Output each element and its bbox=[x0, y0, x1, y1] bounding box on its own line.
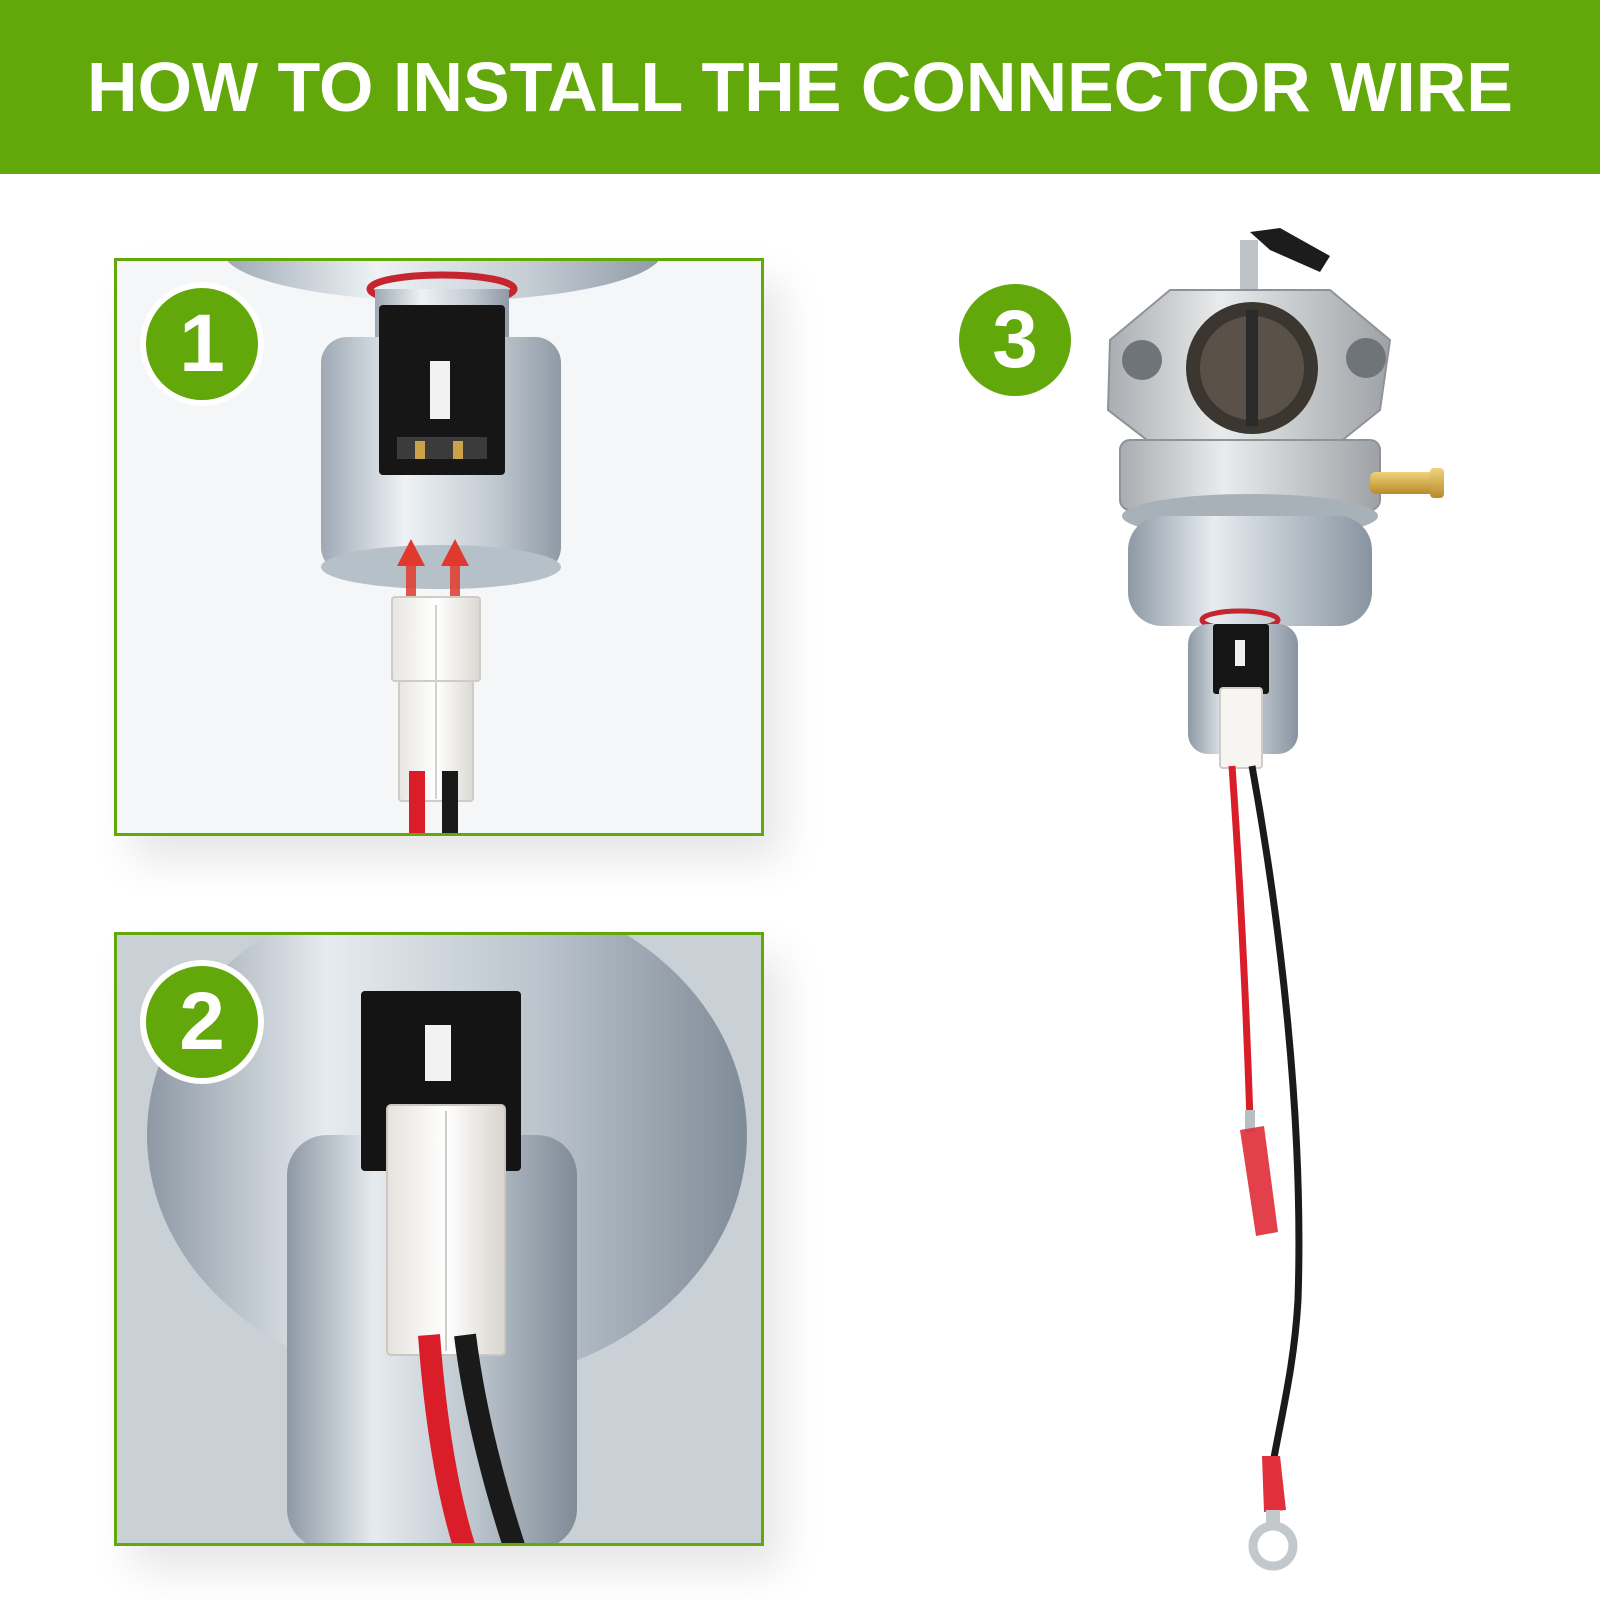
up-arrow-icon bbox=[397, 539, 469, 619]
fuel-inlet bbox=[1370, 472, 1440, 494]
ring-terminal bbox=[1248, 1521, 1298, 1571]
step-3-product-photo bbox=[1080, 220, 1540, 1580]
float-bowl bbox=[1128, 516, 1372, 626]
page-title: HOW TO INSTALL THE CONNECTOR WIRE bbox=[87, 48, 1513, 126]
carburetor-illustration bbox=[1106, 228, 1444, 1571]
black-wire bbox=[1248, 765, 1303, 1481]
red-wire bbox=[418, 1334, 475, 1543]
socket-slot bbox=[430, 361, 450, 419]
red-wire bbox=[409, 771, 425, 833]
choke-lever bbox=[1250, 228, 1330, 272]
step-2-illustration bbox=[117, 935, 761, 1543]
step-1-illustration bbox=[227, 261, 659, 833]
red-wire bbox=[1228, 765, 1254, 1121]
solenoid-top-plate bbox=[227, 261, 659, 301]
step-1-photo-panel bbox=[114, 258, 764, 836]
step-2-badge: 2 bbox=[140, 960, 264, 1084]
ring-terminal-sleeve bbox=[1262, 1456, 1286, 1512]
white-plug bbox=[1219, 687, 1263, 769]
spade-terminal bbox=[1240, 1126, 1278, 1236]
black-wire bbox=[454, 1333, 525, 1543]
step-1-badge: 1 bbox=[140, 282, 264, 406]
step-3-badge: 3 bbox=[953, 278, 1077, 402]
socket-slot bbox=[425, 1025, 451, 1081]
black-wire bbox=[442, 771, 458, 833]
header-banner: HOW TO INSTALL THE CONNECTOR WIRE bbox=[0, 0, 1600, 174]
